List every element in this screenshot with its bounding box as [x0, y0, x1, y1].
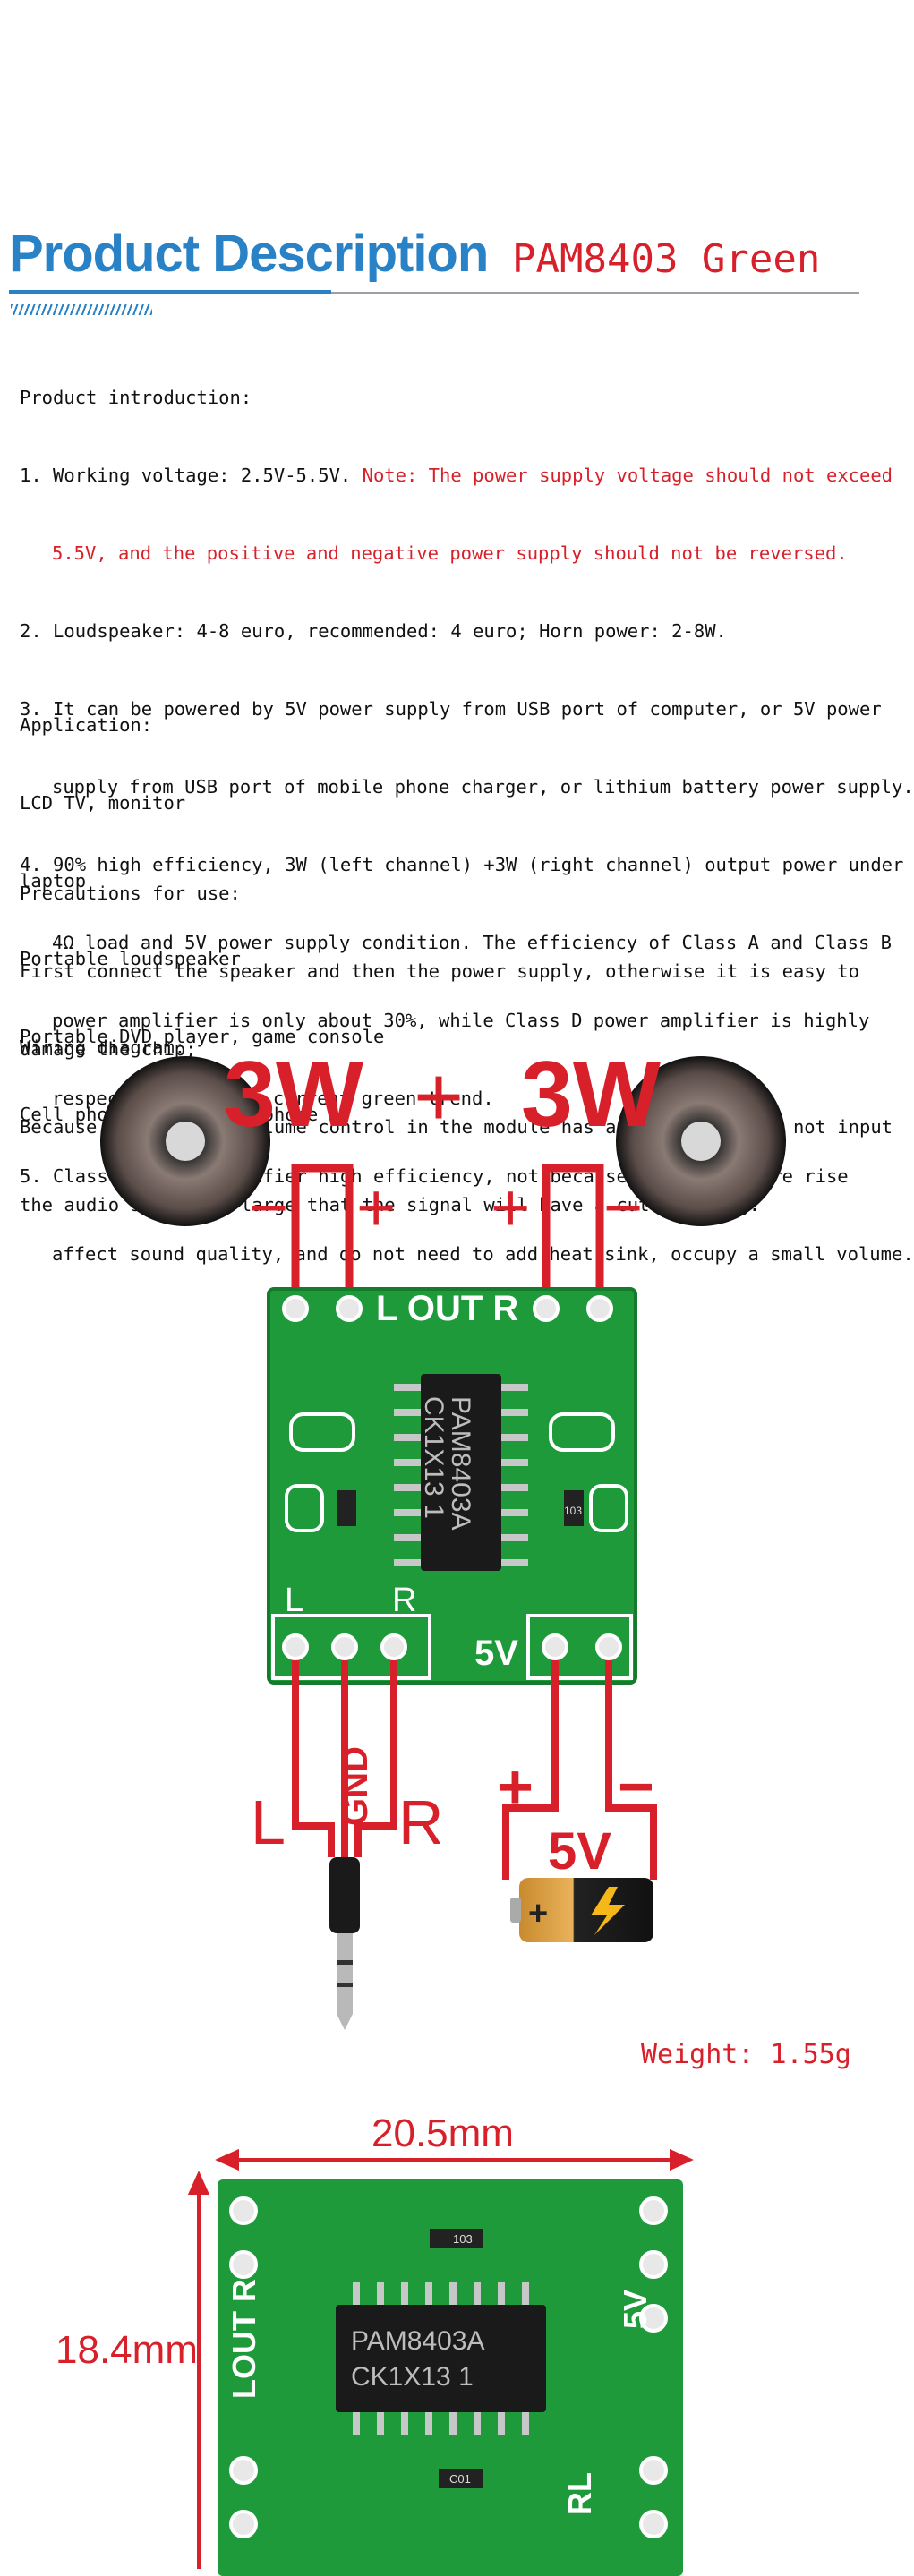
pcb-top-view: PAM8403A CK1X13 1 103 C01 LOUT R 5V RL [218, 2179, 683, 2576]
audio-jack-icon [329, 1857, 360, 2030]
right-minus-label: − [603, 1170, 643, 1246]
application-heading: Application: [20, 714, 153, 736]
left-minus-label: − [249, 1170, 288, 1246]
intro-item-2: 2. Loudspeaker: 4-8 euro, recommended: 4… [20, 620, 727, 642]
width-arrow [215, 2148, 694, 2171]
wiring-heading: Wiring diagram: [20, 1036, 186, 1058]
application-item: Portable loudspeaker [20, 948, 241, 969]
pcb-left-edge-label: LOUT R [226, 2279, 262, 2399]
left-plus-label: + [356, 1170, 396, 1246]
wiring-section: Wiring diagram: [20, 983, 879, 1087]
left-power-label: 3W [224, 1043, 364, 1147]
product-introduction: Product introduction: 1. Working voltage… [20, 333, 914, 1293]
speaker-wires [291, 1164, 604, 1307]
right-power-label: 3W [521, 1043, 662, 1147]
precaution-line: damage the chip; [20, 1038, 197, 1060]
title-hatch-decoration [11, 304, 152, 315]
precaution-line: First connect the speaker and then the p… [20, 960, 859, 982]
width-dimension-label: 20.5mm [372, 2111, 514, 2155]
power-5v-label: 5V [548, 1822, 611, 1881]
intro-heading: Product introduction: [20, 387, 252, 408]
right-plus-label: + [491, 1170, 530, 1246]
intro-item-1: 1. Working voltage: 2.5V-5.5V. Note: The… [20, 465, 893, 486]
product-model: PAM8403 Green [512, 236, 821, 282]
power-plus-label: + [497, 1752, 534, 1821]
audio-gnd-label: GND [336, 1746, 375, 1826]
voltage-note-cont: 5.5V, and the positive and negative powe… [52, 542, 848, 564]
chip-marking-1: PAM8403A [446, 1396, 475, 1531]
left-speaker-icon [100, 1056, 270, 1226]
pcb-right-edge-label: 5V [617, 2290, 653, 2329]
application-item: laptop [20, 870, 87, 891]
audio-l-label: L [251, 1787, 286, 1857]
pcb-l-label: L [285, 1582, 303, 1619]
page-header: Product Description PAM8403 Green [9, 224, 859, 322]
title-divider [331, 292, 859, 294]
audio-wires [292, 1660, 397, 1857]
resistor-top-2: C01 [449, 2472, 471, 2486]
plus-sign: + [414, 1049, 464, 1145]
power-minus-label: − [618, 1752, 654, 1821]
svg-text:+: + [528, 1895, 548, 1932]
battery-icon: + [510, 1878, 653, 1942]
right-speaker-icon [616, 1056, 786, 1226]
pcb-bottom-right-label: RL [561, 2472, 598, 2515]
audio-r-label: R [398, 1787, 444, 1857]
pcb-out-label: L OUT R [376, 1289, 518, 1328]
intro-item-3-cont: supply from USB port of mobile phone cha… [52, 776, 914, 798]
pcb-r-label: R [392, 1582, 416, 1619]
chip-marking-2: CK1X13 1 [419, 1396, 448, 1519]
resistor-top-1: 103 [453, 2232, 473, 2246]
chip-marking-top-1: PAM8403A [351, 2326, 485, 2356]
application-item: Portable DVD player, game console [20, 1026, 385, 1047]
intro-item-4-cont1: 4Ω load and 5V power supply condition. T… [52, 932, 892, 953]
title-underline [9, 290, 331, 294]
application-item: LCD TV, monitor [20, 792, 186, 814]
height-dimension-label: 18.4mm [56, 2328, 198, 2372]
intro-item-3: 3. It can be powered by 5V power supply … [20, 698, 882, 720]
product-weight: Weight: 1.55g [641, 2039, 851, 2070]
intro-item-4: 4. 90% high efficiency, 3W (left channel… [20, 854, 904, 875]
resistor-marking: 103 [564, 1505, 582, 1517]
intro-item-4-cont2: power amplifier is only about 30%, while… [52, 1010, 870, 1031]
voltage-note: Note: The power supply voltage should no… [362, 465, 893, 486]
wiring-diagram: 3W + 3W − + + − L OUT R PAM8403A CK1X13 … [100, 1043, 786, 2030]
pcb-5v-label: 5V [474, 1633, 518, 1673]
height-arrow [187, 2171, 210, 2569]
pcb-board: L OUT R PAM8403A CK1X13 1 103 L R 5V [267, 1287, 637, 1685]
chip-marking-top-2: CK1X13 1 [351, 2362, 474, 2392]
precautions-heading: Precautions for use: [20, 883, 241, 904]
page-title: Product Description [9, 225, 489, 283]
dimensions-diagram: 20.5mm 18.4mm PAM8403A CK1X13 1 [56, 2111, 694, 2576]
power-wires [502, 1660, 657, 1880]
